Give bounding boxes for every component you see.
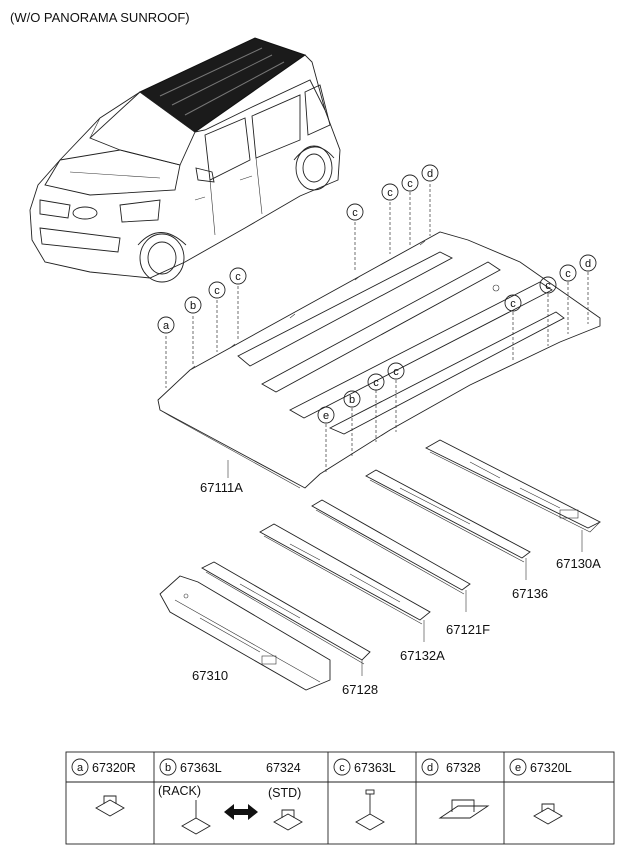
callout-d-2: d [579,254,597,272]
clip-rack-icon [181,800,211,835]
svg-text:b: b [349,394,355,406]
vehicle-illustration [29,37,341,283]
diagram-title: (W/O PANORAMA SUNROOF) [10,10,190,25]
callout-c-10: c [387,362,405,380]
legend-cell-d: d 67328 [421,758,490,819]
clip-67320L-icon [533,803,563,825]
clip-67328-icon [438,799,490,819]
double-arrow-icon [224,804,258,820]
svg-text:(RACK): (RACK) [158,784,201,798]
callout-b-2: b [343,390,361,408]
svg-text:d: d [585,258,591,270]
part-label-67132A: 67132A [400,648,445,663]
svg-text:b: b [190,300,196,312]
bow-67121F [311,499,471,595]
callout-c-4: c [381,183,399,201]
part-label-67130A: 67130A [556,556,601,571]
svg-text:c: c [407,178,413,190]
roof-callout-leaders [165,184,589,474]
svg-text:a: a [163,320,170,332]
legend-cell-c: c 67363L [333,758,396,831]
svg-text:e: e [323,410,329,422]
legend-cell-e: e 67320L [509,758,572,825]
svg-text:67328: 67328 [446,761,481,775]
part-label-67111A: 67111A [200,480,243,495]
clip-std-icon [273,809,303,831]
svg-text:c: c [387,187,393,199]
bow-67132A [259,523,431,625]
svg-text:67363L: 67363L [354,761,396,775]
callout-c-2: c [229,267,247,285]
callout-e-1: e [317,406,335,424]
roof-panel-67111A [157,231,601,489]
svg-text:c: c [373,377,379,389]
legend-cell-a: a 67320R [71,758,136,817]
svg-text:c: c [339,762,345,774]
part-label-67136: 67136 [512,586,548,601]
part-label-67310: 67310 [192,668,228,683]
svg-text:a: a [77,762,84,774]
callout-c-7: c [559,264,577,282]
svg-text:67320R: 67320R [92,761,136,775]
callout-a-1: a [157,316,175,334]
svg-text:c: c [545,280,551,292]
svg-text:67320L: 67320L [530,761,572,775]
callout-c-6: c [539,276,557,294]
bow-67128 [201,561,371,665]
callout-c-1: c [208,281,226,299]
svg-text:67363L: 67363L [180,761,222,775]
bow-67136 [365,469,531,563]
fastener-legend-table [65,751,615,845]
callout-c-3: c [346,203,364,221]
svg-text:e: e [515,762,521,774]
svg-text:c: c [393,366,399,378]
callout-d-1: d [421,164,439,182]
rail-67130A [425,439,601,533]
callout-c-8: c [504,294,522,312]
svg-text:c: c [352,207,358,219]
svg-text:c: c [214,285,220,297]
svg-text:c: c [235,271,241,283]
part-label-67128: 67128 [342,682,378,697]
svg-text:d: d [427,762,433,774]
legend-cell-b: b 67363L 67324 (RACK) (STD) [158,758,303,835]
callout-c-5: c [401,174,419,192]
clip-67363L-icon [355,789,385,831]
svg-text:c: c [510,298,516,310]
svg-text:d: d [427,168,433,180]
callout-b-1: b [184,296,202,314]
clip-67320R-icon [95,795,125,817]
part-label-67121F: 67121F [446,622,490,637]
rail-67310 [159,575,331,691]
svg-text:(STD): (STD) [268,786,301,800]
svg-text:67324: 67324 [266,761,301,775]
svg-text:b: b [165,762,171,774]
callout-c-9: c [367,373,385,391]
svg-text:c: c [565,268,571,280]
